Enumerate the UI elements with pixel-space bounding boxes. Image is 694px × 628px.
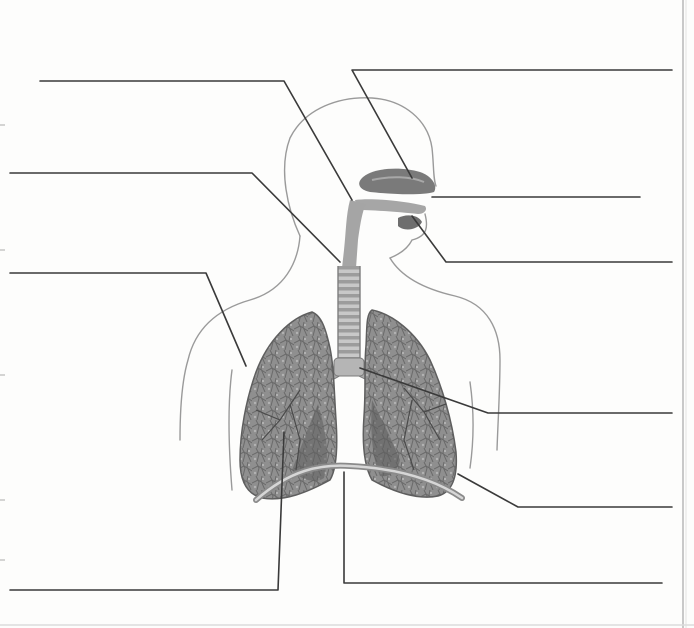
trachea <box>338 200 366 366</box>
leader-line-nasal-cavity <box>352 70 672 178</box>
leader-line-pharynx <box>40 81 352 200</box>
leader-line-mouth <box>412 216 672 262</box>
left-lung <box>240 312 337 499</box>
nasal-cavity <box>355 169 435 230</box>
leader-line-larynx <box>10 173 340 262</box>
leader-line-left-lung <box>10 273 246 366</box>
left-margin-ticks <box>0 125 5 560</box>
leader-line-right-lung <box>458 474 672 507</box>
